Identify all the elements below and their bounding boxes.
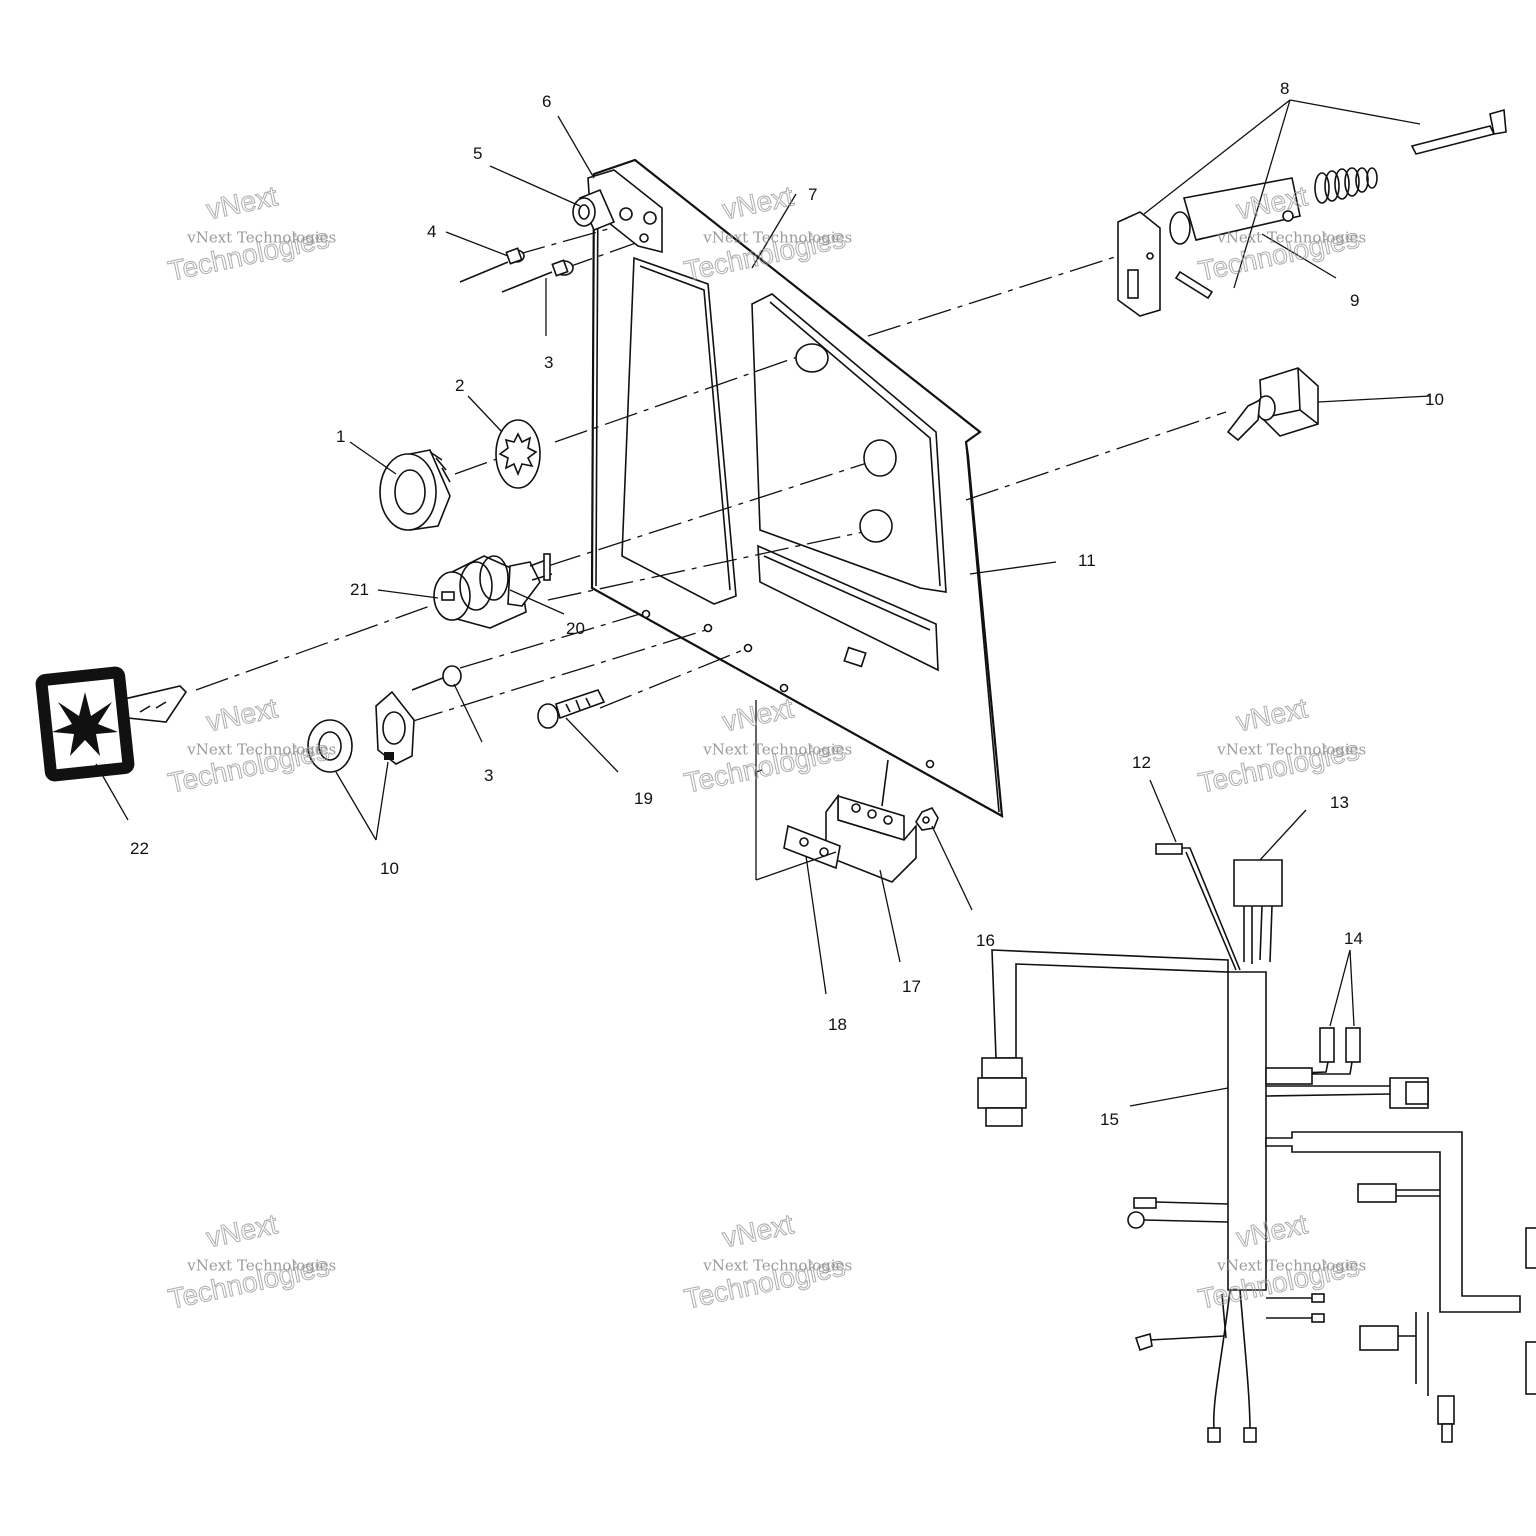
callout-14: 14 xyxy=(1344,929,1363,948)
svg-text:vNext: vNext xyxy=(720,1208,797,1253)
callout-18: 18 xyxy=(828,1015,847,1034)
callout-9: 9 xyxy=(1350,291,1359,310)
callout-4: 4 xyxy=(427,222,436,241)
callout-3-upper: 3 xyxy=(544,353,553,372)
svg-text:vNext Technologies: vNext Technologies xyxy=(1216,229,1366,247)
callout-21: 21 xyxy=(350,580,369,599)
svg-text:vNext: vNext xyxy=(204,1208,281,1253)
callout-numbers: 1 2 3 4 5 6 7 8 9 10 11 12 13 14 15 16 1… xyxy=(130,79,1444,1129)
callout-12: 12 xyxy=(1132,753,1151,772)
svg-text:vNext: vNext xyxy=(720,180,797,225)
assembly-lines xyxy=(195,219,1227,723)
callout-7: 7 xyxy=(808,185,817,204)
svg-text:vNext Technologies: vNext Technologies xyxy=(1216,741,1366,759)
watermark: vNext vNext Technologies Technologies xyxy=(165,180,336,288)
callout-10-lower: 10 xyxy=(380,859,399,878)
svg-text:vNext: vNext xyxy=(720,692,797,737)
rivet-item-3-upper xyxy=(501,259,574,293)
svg-text:vNext Technologies: vNext Technologies xyxy=(186,229,336,247)
ring-nut-item-1 xyxy=(379,449,451,531)
watermark: vNext vNext Technologies Technologies xyxy=(681,180,852,288)
callout-1: 1 xyxy=(336,427,345,446)
callout-5: 5 xyxy=(473,144,482,163)
ignition-switch-item-21 xyxy=(433,553,553,629)
callout-15: 15 xyxy=(1100,1110,1119,1129)
lock-nut-item-10 xyxy=(307,690,415,773)
svg-text:vNext Technologies: vNext Technologies xyxy=(186,741,336,759)
leader-lines xyxy=(95,99,1431,1107)
watermark: vNext vNext Technologies Technologies xyxy=(165,692,336,800)
svg-text:vNext Technologies: vNext Technologies xyxy=(702,1257,852,1275)
callout-6: 6 xyxy=(542,92,551,111)
connector-block-items-16-17-18 xyxy=(755,700,939,883)
key-item-22 xyxy=(35,666,188,782)
panel-item-11 xyxy=(590,158,1004,818)
rivet-item-3-lower xyxy=(411,665,462,691)
watermark: vNext vNext Technologies Technologies xyxy=(1195,1208,1366,1316)
watermark: vNext vNext Technologies Technologies xyxy=(681,692,852,800)
spring-icon xyxy=(1314,167,1378,204)
svg-text:vNext: vNext xyxy=(204,180,281,225)
svg-text:vNext: vNext xyxy=(204,692,281,737)
callout-16: 16 xyxy=(976,931,995,950)
callout-8: 8 xyxy=(1280,79,1289,98)
latch-item-8-9 xyxy=(1117,108,1507,317)
callout-20: 20 xyxy=(566,619,585,638)
svg-text:vNext Technologies: vNext Technologies xyxy=(1216,1257,1366,1275)
rivet-item-4 xyxy=(459,247,525,283)
svg-text:vNext Technologies: vNext Technologies xyxy=(702,741,852,759)
callout-22: 22 xyxy=(130,839,149,858)
callout-19: 19 xyxy=(634,789,653,808)
watermark: vNext vNext Technologies Technologies xyxy=(681,1208,852,1316)
svg-text:vNext: vNext xyxy=(1234,692,1311,737)
wiring-harness-items-12-15 xyxy=(977,843,1536,1443)
callout-11: 11 xyxy=(1078,551,1096,570)
callout-10-upper: 10 xyxy=(1425,390,1444,409)
callout-3-lower: 3 xyxy=(484,766,493,785)
watermark: vNext vNext Technologies Technologies xyxy=(1195,692,1366,800)
svg-text:vNext Technologies: vNext Technologies xyxy=(702,229,852,247)
svg-text:vNext Technologies: vNext Technologies xyxy=(186,1257,336,1275)
watermark: vNext vNext Technologies Technologies xyxy=(165,1208,336,1316)
callout-2: 2 xyxy=(455,376,464,395)
callout-13: 13 xyxy=(1330,793,1349,812)
callout-17: 17 xyxy=(902,977,921,996)
screw-item-19 xyxy=(537,689,606,729)
star-washer-item-2 xyxy=(495,419,541,489)
toggle-switch-item-10 xyxy=(1226,367,1319,442)
star-logo-icon xyxy=(52,692,118,756)
